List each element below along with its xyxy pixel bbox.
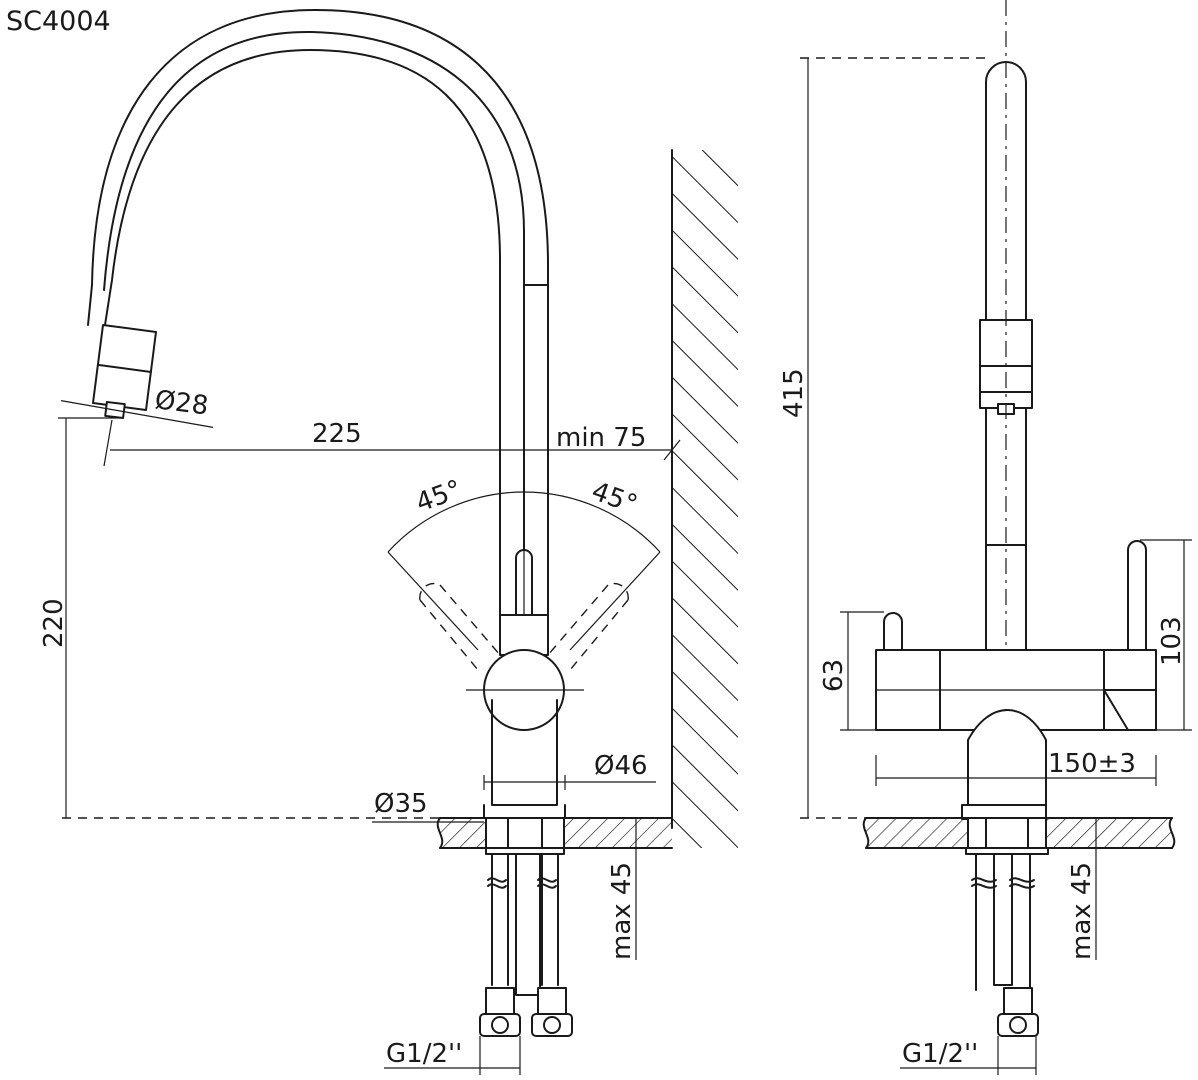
dim-total-height: 415 [779, 368, 809, 418]
dim-spout-diameter: Ø28 [153, 385, 210, 421]
dim-lever-height: 103 [1157, 616, 1187, 666]
front-spout [979, 0, 1033, 661]
dim-body-diameter: Ø46 [594, 751, 648, 781]
dim-wall-min: min 75 [556, 423, 646, 453]
dim-reach: 225 [312, 419, 362, 449]
dim-base-diameter: Ø35 [374, 789, 428, 819]
dim-front-thread: G1/2'' [902, 1039, 978, 1069]
front-view: 415 103 63 150±3 max 45 G1/2'' [779, 0, 1192, 1075]
dim-angle-right: 45° [588, 476, 642, 520]
front-dimensions: 415 103 63 150±3 max 45 G1/2'' [779, 57, 1192, 1075]
front-body [875, 649, 1157, 820]
front-counter [862, 817, 1176, 855]
supply-hoses [479, 853, 573, 1037]
dim-body-height: 63 [819, 659, 849, 692]
faucet-body [466, 614, 584, 819]
side-dimensions: 225 min 75 Ø28 220 45° 45° Ø46 Ø35 [39, 385, 681, 1075]
side-view: 225 min 75 Ø28 220 45° 45° Ø46 Ø35 [39, 9, 738, 1075]
dim-height: 220 [39, 598, 69, 648]
front-hoses [971, 853, 1039, 1037]
dim-thread: G1/2'' [386, 1039, 462, 1069]
wall [671, 149, 738, 848]
counter [436, 817, 673, 855]
dim-angle-left: 45° [412, 475, 466, 519]
drawing-title: SC4004 [6, 6, 111, 37]
spout [87, 9, 549, 641]
dim-body-width: 150±3 [1048, 749, 1136, 779]
front-handles [883, 540, 1147, 651]
dim-counter-thickness: max 45 [607, 862, 637, 960]
dim-front-counter-thickness: max 45 [1067, 862, 1097, 960]
